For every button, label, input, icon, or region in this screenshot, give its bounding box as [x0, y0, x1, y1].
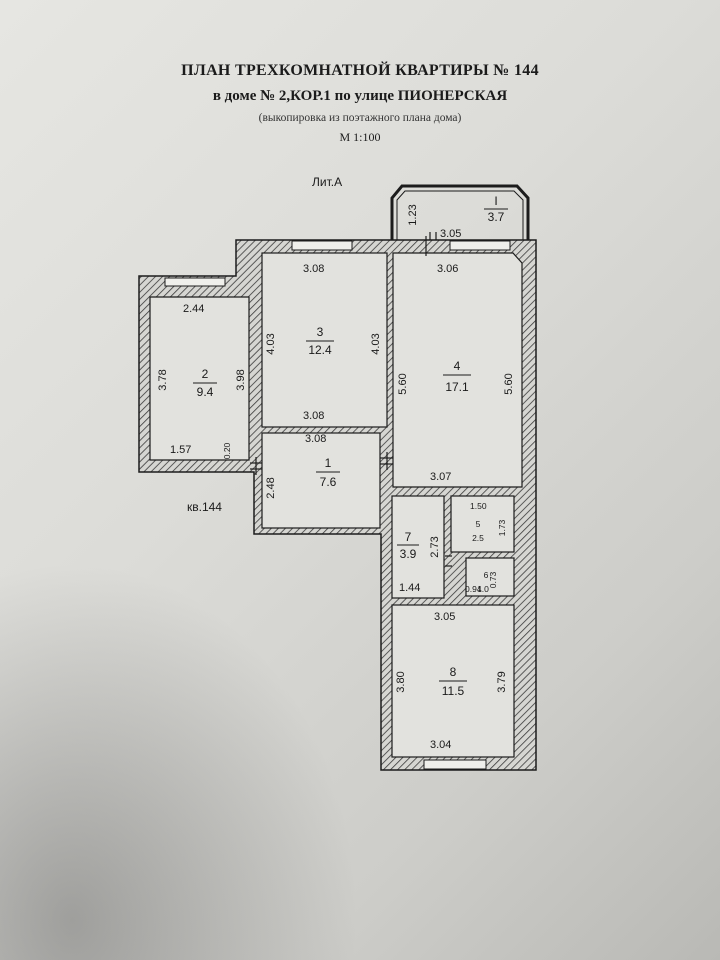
plan-scale: М 1:100	[339, 130, 381, 144]
dim-r5-top: 1.50	[470, 501, 487, 511]
room-4-floor	[392, 252, 523, 488]
room-5-floor	[450, 495, 515, 553]
room-6-number: 6	[484, 570, 489, 580]
room-2-area: 9.4	[197, 385, 214, 399]
room-1-floor	[261, 432, 381, 529]
room-1-area: 7.6	[320, 475, 337, 489]
dim-balcony-top: 3.05	[440, 228, 461, 240]
dim-r7-bottom: 1.44	[399, 582, 420, 594]
dim-r4-left: 5.60	[397, 373, 409, 394]
dim-r6-side: 0.73	[488, 571, 498, 588]
dim-r2-top: 2.44	[183, 303, 204, 315]
room-4-area: 17.1	[445, 380, 469, 394]
plan-address: в доме № 2,КОР.1 по улице ПИОНЕРСКАЯ	[212, 88, 508, 104]
room-8-area: 11.5	[442, 684, 465, 698]
window-room-4	[449, 240, 511, 251]
dim-r4-right: 5.60	[503, 373, 515, 394]
dim-r3-top: 3.08	[303, 263, 324, 275]
plan-title: ПЛАН ТРЕХКОМНАТНОЙ КВАРТИРЫ № 144	[181, 62, 539, 79]
window-room-3	[291, 240, 353, 251]
dim-r2-left: 3.78	[157, 369, 169, 390]
dim-r2-small: 0.20	[222, 442, 232, 459]
dim-r8-right: 3.79	[496, 671, 508, 692]
balcony-area: 3.7	[488, 210, 505, 224]
dim-r8-left: 3.80	[395, 671, 407, 692]
dim-r1-left: 2.48	[265, 477, 277, 498]
room-3-number: 3	[317, 325, 324, 339]
dim-r2-bottom: 1.57	[170, 444, 191, 456]
dim-r4-top: 3.06	[437, 263, 458, 275]
window-room-2	[164, 277, 226, 287]
room-7-area: 3.9	[400, 547, 417, 561]
lit-label: Лит.А	[312, 175, 342, 189]
dim-r3-right: 4.03	[370, 333, 382, 354]
dim-r6-bottom: 0.94	[465, 584, 482, 594]
room-7-floor	[391, 495, 445, 599]
balcony-number: I	[494, 194, 497, 208]
room-7-number: 7	[405, 530, 412, 544]
room-2-number: 2	[202, 367, 209, 381]
room-3-floor	[261, 252, 388, 428]
plan-note: (выкопировка из поэтажного плана дома)	[258, 112, 462, 124]
room-5-area: 2.5	[472, 533, 484, 543]
dim-r2-right: 3.98	[235, 369, 247, 390]
dim-r8-bottom: 3.04	[430, 739, 451, 751]
room-5-number: 5	[476, 519, 481, 529]
dim-r5-right: 1.73	[497, 519, 507, 536]
dim-r4-bottom: 3.07	[430, 471, 451, 483]
room-6-floor	[465, 557, 515, 597]
room-2-floor	[149, 296, 250, 461]
dim-balcony-side: 1.23	[407, 204, 419, 225]
dim-r7-side: 2.73	[429, 536, 441, 557]
room-8-number: 8	[450, 665, 457, 679]
dim-r3-bottom: 3.08	[303, 410, 324, 422]
dim-r3-left: 4.03	[265, 333, 277, 354]
room-4-number: 4	[454, 359, 461, 373]
room-3-area: 12.4	[308, 343, 332, 357]
apartment-label: кв.144	[187, 500, 222, 514]
dim-r1-top: 3.08	[305, 433, 326, 445]
room-1-number: 1	[325, 456, 332, 470]
room-6-area: 1.0	[477, 584, 489, 594]
window-room-8	[423, 759, 487, 770]
dim-r8-top: 3.05	[434, 611, 455, 623]
